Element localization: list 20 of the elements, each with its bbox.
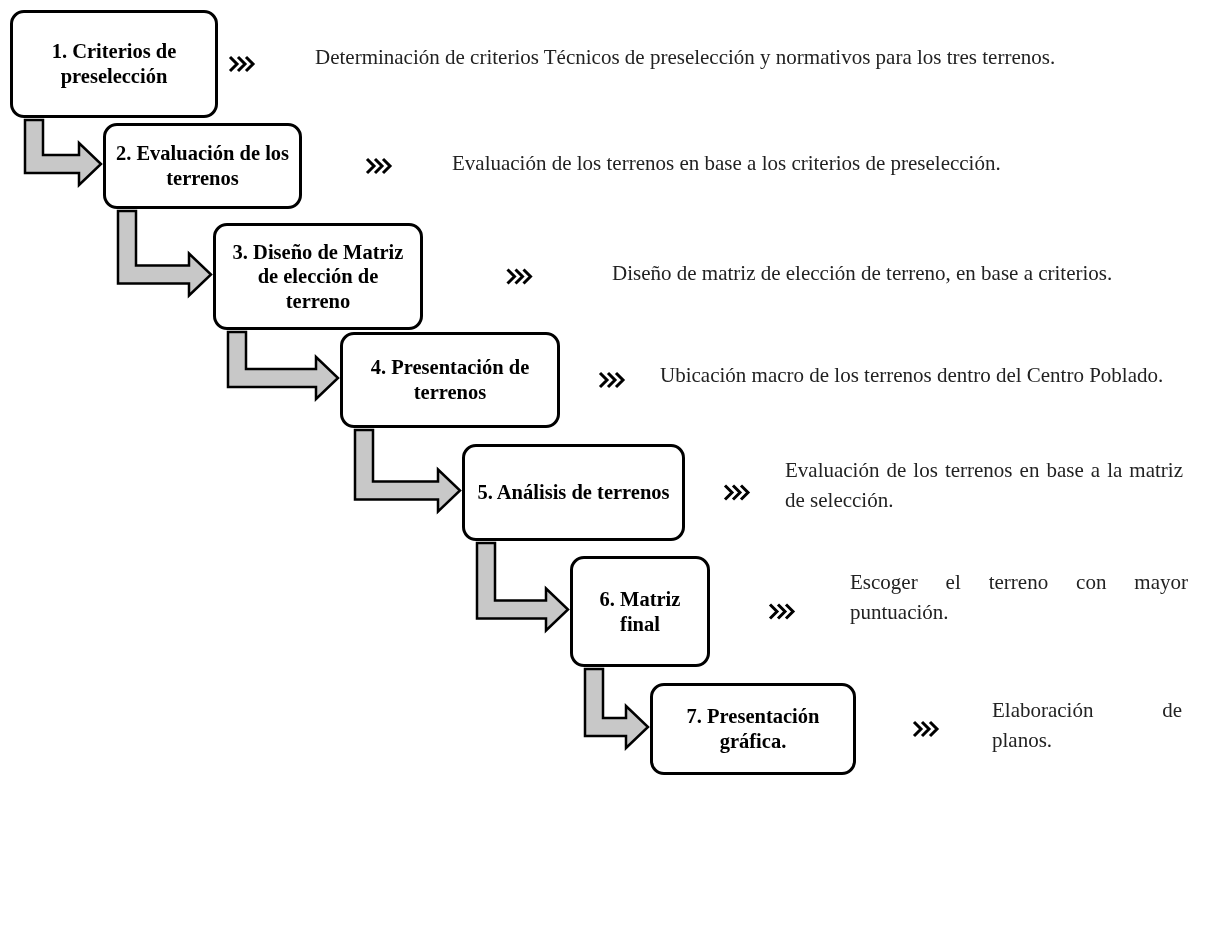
- process-box: 4. Presentación de terrenos: [340, 332, 560, 428]
- process-box: 3. Diseño de Matriz de elección de terreno: [213, 223, 423, 330]
- block-arrow: [583, 667, 650, 751]
- block-arrow: [353, 428, 462, 515]
- description-text: Elaboración de planos.: [992, 696, 1182, 754]
- description-text: Evaluación de los terrenos en base a la matriz de selección.: [785, 456, 1183, 514]
- description-text: Ubicación macro de los terrenos dentro del Centro Poblado.: [660, 361, 1165, 389]
- block-arrow: [226, 330, 340, 402]
- process-box: 1. Criterios de preselección: [10, 10, 218, 118]
- description-text: Determinación de criterios Técnicos de preselección y normativos para los tres terrenos.: [315, 43, 1057, 71]
- process-box: 5. Análisis de terrenos: [462, 444, 685, 541]
- process-box: 6. Matriz final: [570, 556, 710, 667]
- description-text: Escoger el terreno con mayor puntuación.: [850, 568, 1188, 626]
- description-text: Evaluación de los terrenos en base a los criterios de preselección.: [452, 149, 1002, 177]
- process-box: 7. Presentación gráfica.: [650, 683, 856, 775]
- description-text: Diseño de matriz de elección de terreno, en base a criterios.: [612, 259, 1114, 287]
- block-arrow: [475, 541, 570, 634]
- block-arrow: [23, 118, 103, 188]
- block-arrow: [116, 209, 213, 299]
- process-box: 2. Evaluación de los terrenos: [103, 123, 302, 209]
